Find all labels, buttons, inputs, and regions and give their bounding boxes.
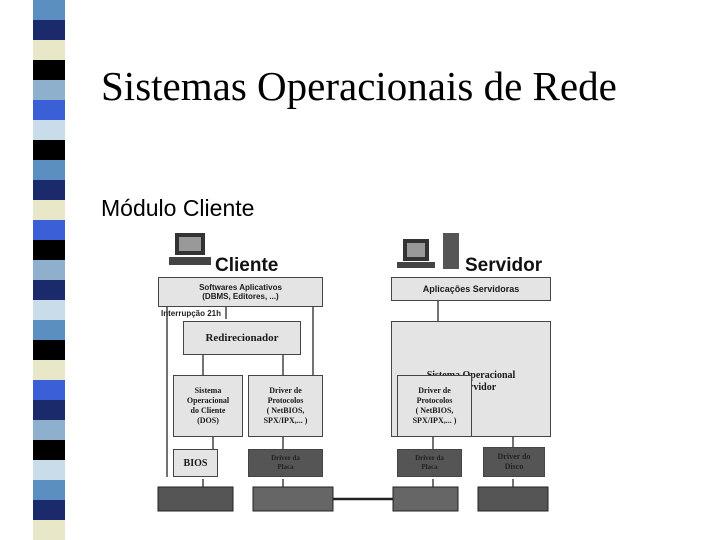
stripe-segment xyxy=(33,520,65,540)
driver-placa-line2: Placa xyxy=(277,463,294,471)
driver-protocolos-client-box: Driver de Protocolos ( NetBIOS, SPX/IPX,… xyxy=(248,375,323,437)
driver-placa-s-line2: Placa xyxy=(421,463,438,471)
server-header: Servidor xyxy=(465,255,543,276)
aplicacoes-servidoras-box: Aplicações Servidoras xyxy=(391,277,551,301)
stripe-segment xyxy=(33,400,65,420)
driver-prot-line3: ( NetBIOS, xyxy=(266,406,305,415)
stripe-segment xyxy=(33,440,65,460)
client-header: Cliente xyxy=(215,255,279,276)
interrupcao-label: Interrupção 21h xyxy=(161,309,222,318)
stripe-segment xyxy=(33,260,65,280)
stripe-segment xyxy=(33,280,65,300)
stripe-segment xyxy=(33,20,65,40)
driver-prot-line2: Protocolos xyxy=(267,396,304,405)
driver-disco-box: Driver do Disco xyxy=(483,447,545,477)
decorative-stripe xyxy=(33,0,65,540)
driver-prot-line4: SPX/IPX,... ) xyxy=(263,416,308,425)
stripe-segment xyxy=(33,0,65,20)
so-cliente-line3: do Cliente xyxy=(190,406,226,415)
network-os-diagram: Cliente Servidor Softwares Aplicativos (… xyxy=(153,229,564,521)
so-cliente-line1: Sistema xyxy=(194,386,222,395)
stripe-segment xyxy=(33,460,65,480)
stripe-segment xyxy=(33,80,65,100)
bullet-text: Módulo Cliente xyxy=(101,195,254,222)
stripe-segment xyxy=(33,300,65,320)
driver-prot-s-line4: SPX/IPX,... ) xyxy=(412,416,457,425)
driver-prot-line1: Driver de xyxy=(269,386,302,395)
driver-placa-server-box: Driver da Placa xyxy=(397,449,462,477)
stripe-segment xyxy=(33,480,65,500)
driver-placa-line1: Driver da xyxy=(271,454,300,462)
stripe-segment xyxy=(33,500,65,520)
stripe-segment xyxy=(33,340,65,360)
driver-prot-s-line3: ( NetBIOS, xyxy=(415,406,454,415)
stripe-segment xyxy=(33,160,65,180)
driver-prot-s-line2: Protocolos xyxy=(416,396,453,405)
diagram-connectors xyxy=(157,233,549,512)
stripe-segment xyxy=(33,240,65,260)
stripe-segment xyxy=(33,100,65,120)
so-cliente-box: Sistema Operacional do Cliente (DOS) xyxy=(173,375,243,437)
stripe-segment xyxy=(33,220,65,240)
stripe-segment xyxy=(33,200,65,220)
stripe-segment xyxy=(33,420,65,440)
stripe-segment xyxy=(33,60,65,80)
softwares-aplicativos-box: Softwares Aplicativos (DBMS, Editores, .… xyxy=(158,277,323,307)
softwares-label: Softwares Aplicativos xyxy=(199,283,282,292)
redirecionador-box: Redirecionador xyxy=(183,321,301,355)
stripe-segment xyxy=(33,380,65,400)
so-cliente-line4: (DOS) xyxy=(197,416,219,425)
driver-placa-s-line1: Driver da xyxy=(415,454,444,462)
softwares-sub-label: (DBMS, Editores, ...) xyxy=(202,292,279,301)
stripe-segment xyxy=(33,180,65,200)
bullet-label: Módulo Cliente xyxy=(101,195,255,221)
stripe-segment xyxy=(33,320,65,340)
driver-protocolos-server-box: Driver de Protocolos ( NetBIOS, SPX/IPX,… xyxy=(397,375,472,437)
stripe-segment xyxy=(33,360,65,380)
stripe-segment xyxy=(33,140,65,160)
stripe-segment xyxy=(33,120,65,140)
driver-prot-s-line1: Driver de xyxy=(418,386,451,395)
bios-box: BIOS xyxy=(173,449,218,477)
driver-placa-client-box: Driver da Placa xyxy=(248,449,323,477)
stripe-segment xyxy=(33,40,65,60)
slide-title: Sistemas Operacionais de Rede xyxy=(101,63,617,109)
driver-disco-line2: Disco xyxy=(504,462,524,471)
driver-disco-line1: Driver do xyxy=(497,452,531,461)
so-cliente-line2: Operacional xyxy=(186,396,230,405)
